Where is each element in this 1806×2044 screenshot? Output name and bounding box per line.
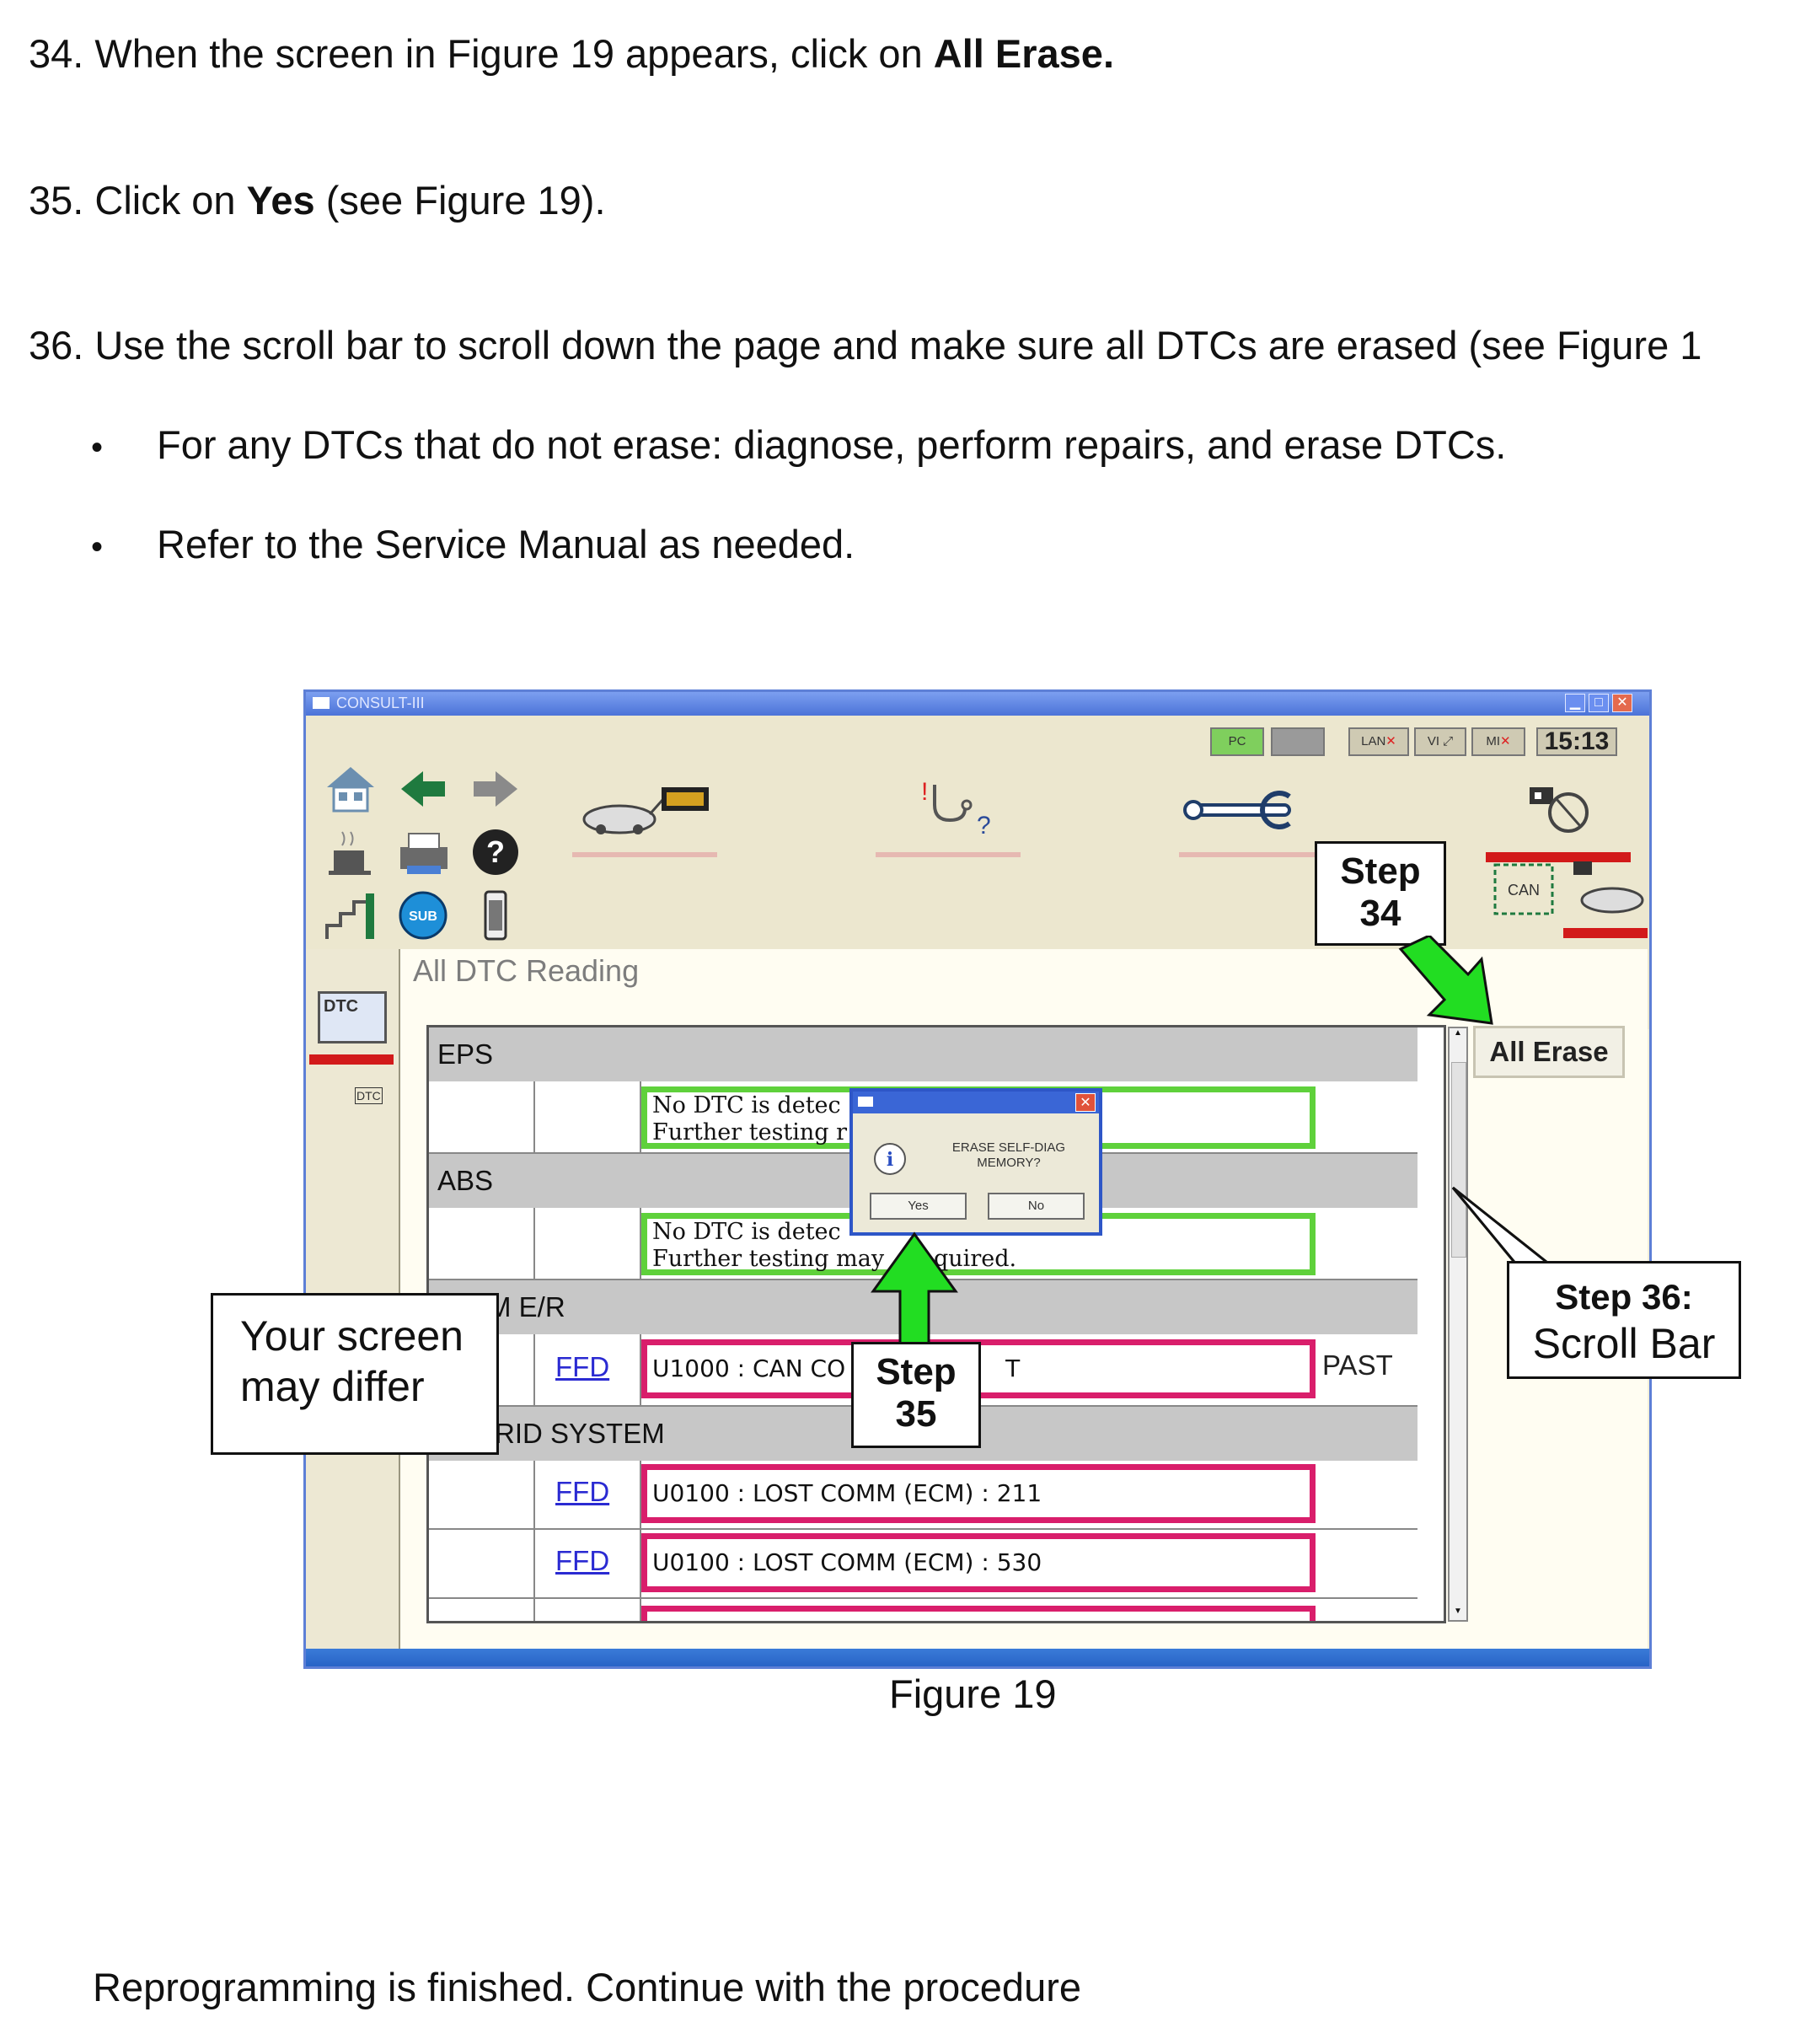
- bullet-dot: •: [91, 528, 104, 566]
- footer-text: Reprogramming is finished. Continue with…: [93, 1965, 1082, 2009]
- step-34-text: 34. When the screen in Figure 19 appears…: [29, 30, 1114, 77]
- stethoscope-icon: !?: [921, 778, 991, 840]
- dialog-titlebar: ✕: [853, 1092, 1099, 1113]
- vehicle-diagnosis-button[interactable]: [572, 768, 717, 857]
- figure-screenshot: CONSULT-III ▁ □ ✕ PC LAN✕ VI ⤢ MI✕ 15:13…: [303, 689, 1652, 1669]
- dialog-message: ERASE SELF-DIAG MEMORY?: [951, 1140, 1066, 1170]
- step-35-arrow-icon: [871, 1231, 958, 1347]
- step-body-end: (see Figure 19).: [314, 178, 606, 223]
- dialog-close-button[interactable]: ✕: [1075, 1093, 1096, 1112]
- step-bold: Yes: [246, 178, 315, 223]
- step-34-arrow-icon: [1398, 936, 1493, 1025]
- wrench-icon: [1183, 791, 1291, 829]
- dialog-window-icon: [858, 1097, 873, 1107]
- car-monitor-icon: [582, 787, 709, 834]
- screen-differ-callout: Your screen may differ: [211, 1293, 499, 1455]
- bullet-text: For any DTCs that do not erase: diagnose…: [157, 422, 1507, 467]
- battery-icon: [1271, 727, 1325, 756]
- sub-label: SUB: [409, 909, 437, 924]
- dtc-message: [641, 1606, 1316, 1621]
- step-34-callout: Step 34: [1315, 841, 1446, 946]
- bullet-item: • Refer to the Service Manual as needed.: [91, 521, 855, 567]
- checkered-flag-icon: [1530, 787, 1589, 833]
- step-bold: All Erase.: [933, 31, 1114, 76]
- ffd-link[interactable]: FFD: [555, 1351, 610, 1382]
- battery-device-icon[interactable]: [459, 886, 532, 945]
- step-35-text: 35. Click on Yes (see Figure 19).: [29, 177, 606, 223]
- diagnosis-stethoscope-button[interactable]: !?: [876, 768, 1021, 857]
- svg-text:i: i: [887, 1149, 893, 1171]
- step-body: Use the scroll bar to scroll down the pa…: [94, 323, 1702, 367]
- dtc-status: PAST: [1322, 1349, 1393, 1381]
- window-titlebar: CONSULT-III ▁ □ ✕: [306, 692, 1649, 716]
- scroll-bar[interactable]: ▲ ▼: [1448, 1027, 1468, 1622]
- ffd-link[interactable]: FFD: [555, 1476, 610, 1507]
- can-diagnosis-icon[interactable]: CAN: [1482, 852, 1566, 928]
- info-icon: i: [873, 1142, 907, 1176]
- help-icon[interactable]: ?: [459, 823, 532, 882]
- scroll-up-arrow[interactable]: ▲: [1454, 1028, 1462, 1038]
- svg-text:?: ?: [977, 812, 991, 840]
- printer-icon[interactable]: [387, 823, 459, 882]
- bullet-item: • For any DTCs that do not erase: diagno…: [91, 421, 1506, 468]
- car-racing-icon[interactable]: [1563, 852, 1648, 938]
- step-number: 35.: [29, 178, 84, 223]
- page-title: All DTC Reading: [413, 953, 640, 988]
- coffee-icon[interactable]: [314, 823, 387, 882]
- mi-status-icon: MI✕: [1471, 727, 1525, 756]
- pc-status-icon: PC: [1210, 727, 1264, 756]
- step-36-text: 36. Use the scroll bar to scroll down th…: [29, 322, 1701, 368]
- racing-mode-button[interactable]: [1486, 768, 1631, 862]
- no-button[interactable]: No: [988, 1193, 1085, 1220]
- vi-status-icon: VI ⤢: [1414, 727, 1466, 756]
- sub-mode-button[interactable]: SUB: [387, 886, 459, 945]
- step-35-callout: Step 35: [851, 1342, 981, 1448]
- table-row: FFD U0100 : LOST COMM (ECM) : 530: [429, 1530, 1417, 1599]
- step-body: Click on: [94, 178, 247, 223]
- svg-text:?: ?: [486, 834, 505, 869]
- forward-arrow-icon[interactable]: [459, 759, 532, 818]
- dtc-message: U0100 : LOST COMM (ECM) : 211: [641, 1464, 1316, 1523]
- scroll-down-arrow[interactable]: ▼: [1454, 1607, 1462, 1616]
- lan-status-icon: LAN✕: [1348, 727, 1409, 756]
- stairs-icon[interactable]: [314, 886, 387, 945]
- step-number: 36.: [29, 323, 84, 367]
- can-label: CAN: [1508, 882, 1540, 899]
- bullet-text: Refer to the Service Manual as needed.: [157, 522, 855, 566]
- step-36-pointer-icon: [1451, 1186, 1583, 1267]
- work-support-button[interactable]: [1179, 768, 1324, 857]
- clock-display: 15:13: [1536, 727, 1617, 756]
- minimize-button[interactable]: ▁: [1565, 694, 1585, 712]
- scroll-thumb[interactable]: [1451, 1062, 1466, 1258]
- system-header-eps: EPS: [429, 1027, 1417, 1081]
- home-icon[interactable]: [314, 759, 387, 818]
- step-body: When the screen in Figure 19 appears, cl…: [94, 31, 934, 76]
- close-button[interactable]: ✕: [1612, 694, 1632, 712]
- dtc-sub-icon[interactable]: DTC: [355, 1087, 383, 1104]
- svg-text:!: !: [921, 778, 928, 806]
- window-icon: [313, 697, 330, 709]
- maximize-button[interactable]: □: [1589, 694, 1609, 712]
- selected-indicator: [309, 1054, 394, 1065]
- windows-taskbar: [306, 1649, 1649, 1666]
- ffd-link[interactable]: FFD: [555, 1545, 610, 1576]
- dtc-mode-icon[interactable]: DTC: [318, 991, 387, 1043]
- erase-confirm-dialog: ✕ i ERASE SELF-DIAG MEMORY? Yes No: [849, 1088, 1102, 1236]
- yes-button[interactable]: Yes: [870, 1193, 967, 1220]
- window-title: CONSULT-III: [336, 695, 425, 711]
- table-row: [429, 1599, 1417, 1621]
- all-erase-button[interactable]: All Erase: [1473, 1026, 1625, 1078]
- figure-caption: Figure 19: [889, 1671, 1057, 1716]
- back-arrow-icon[interactable]: [387, 759, 459, 818]
- bullet-dot: •: [91, 429, 104, 466]
- dtc-message: U0100 : LOST COMM (ECM) : 530: [641, 1533, 1316, 1592]
- step-number: 34.: [29, 31, 84, 76]
- step-36-callout: Step 36: Scroll Bar: [1507, 1261, 1741, 1379]
- table-row: FFD U0100 : LOST COMM (ECM) : 211: [429, 1461, 1417, 1530]
